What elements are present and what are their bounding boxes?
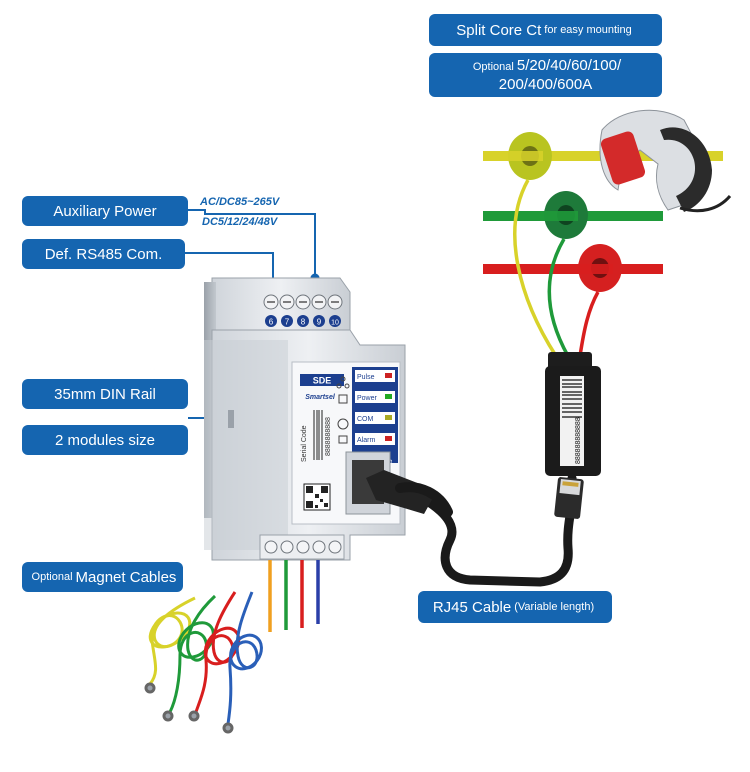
optional-rating-prefix: Optional xyxy=(472,61,514,73)
rj45-callout: RJ45 Cable (Variable length) xyxy=(418,591,612,623)
bottom-terminal-screws xyxy=(259,534,345,560)
indicator-alarm: Alarm xyxy=(355,433,395,445)
top-terminal-screws xyxy=(263,294,343,310)
serial-code-label: Serial Code xyxy=(301,425,308,462)
rj45-plug-meter-side xyxy=(366,470,453,517)
ct-ring-red xyxy=(483,244,622,292)
terminal-6: 6 xyxy=(269,318,274,327)
qr-code xyxy=(303,483,331,511)
display-icon xyxy=(338,435,348,444)
power-spec-ac: AC/DC85~265V xyxy=(200,196,280,208)
power-spec-dc: DC5/12/24/48V xyxy=(202,216,278,228)
terminal-7: 7 xyxy=(285,318,290,327)
rs485-label: Def. RS485 Com. xyxy=(44,245,163,263)
optional-rating-line1: 5/20/40/60/100/ xyxy=(516,57,622,74)
rs485-callout: Def. RS485 Com. xyxy=(22,239,185,269)
rj45-label: RJ45 Cable xyxy=(432,598,512,616)
magnet-cables-prefix: Optional xyxy=(31,571,73,583)
optional-rating-line2: 200/400/600A xyxy=(498,76,593,93)
split-core-callout: Split Core Ct for easy mounting xyxy=(429,14,662,46)
modules-size-label: 2 modules size xyxy=(54,431,156,449)
ct-serial-text: 888888888888 xyxy=(575,417,582,464)
ct-combiner-box: 888888888888 xyxy=(545,352,601,476)
split-core-ct-open xyxy=(599,109,732,213)
modules-size-callout: 2 modules size xyxy=(22,425,188,455)
module-icon xyxy=(338,394,348,404)
magnet-cables xyxy=(144,591,263,734)
network-icon xyxy=(336,376,350,389)
rj45-plug-ct-side xyxy=(554,477,584,519)
terminal-10: 10 xyxy=(331,320,339,327)
svg-text:Pulse: Pulse xyxy=(357,374,375,381)
indicator-com: COM xyxy=(355,412,395,424)
rj45-cable xyxy=(400,473,578,587)
model-label: SDE xyxy=(313,376,332,386)
svg-text:COM: COM xyxy=(357,416,374,423)
aux-power-label: Auxiliary Power xyxy=(53,202,157,220)
din-rail-label: 35mm DIN Rail xyxy=(54,385,156,403)
magnet-cable-blue xyxy=(222,591,263,734)
split-core-callout-sub: for easy mounting xyxy=(544,24,632,36)
ct-lead-wires xyxy=(513,179,600,357)
ct-ring-green xyxy=(483,191,588,239)
din-rail-callout: 35mm DIN Rail xyxy=(22,379,188,409)
energy-meter: 6 7 8 9 10 SDE Smartsel Serial Code 8888… xyxy=(204,277,406,561)
terminal-numbers: 6 7 8 9 10 xyxy=(265,315,341,327)
brand-logo-text: Smartsel xyxy=(305,394,336,401)
serial-code-digits: 8888888888 xyxy=(325,417,332,456)
indicator-power: Power xyxy=(355,391,395,403)
terminal-9: 9 xyxy=(317,318,322,327)
svg-text:Power: Power xyxy=(357,395,378,402)
aux-power-callout: Auxiliary Power xyxy=(22,196,188,226)
split-core-callout-main: Split Core Ct xyxy=(456,21,542,39)
meter-output-wires xyxy=(268,560,320,632)
ct-barcode xyxy=(562,379,582,418)
terminal-8: 8 xyxy=(301,318,306,327)
info-icon xyxy=(337,418,349,430)
magnet-cables-label: Magnet Cables xyxy=(75,568,177,586)
svg-text:Alarm: Alarm xyxy=(357,437,375,444)
indicator-pulse: Pulse xyxy=(355,370,395,382)
serial-barcode xyxy=(313,410,323,460)
ct-ring-yellow xyxy=(483,132,552,180)
rj45-sub-label: (Variable length) xyxy=(514,601,595,613)
